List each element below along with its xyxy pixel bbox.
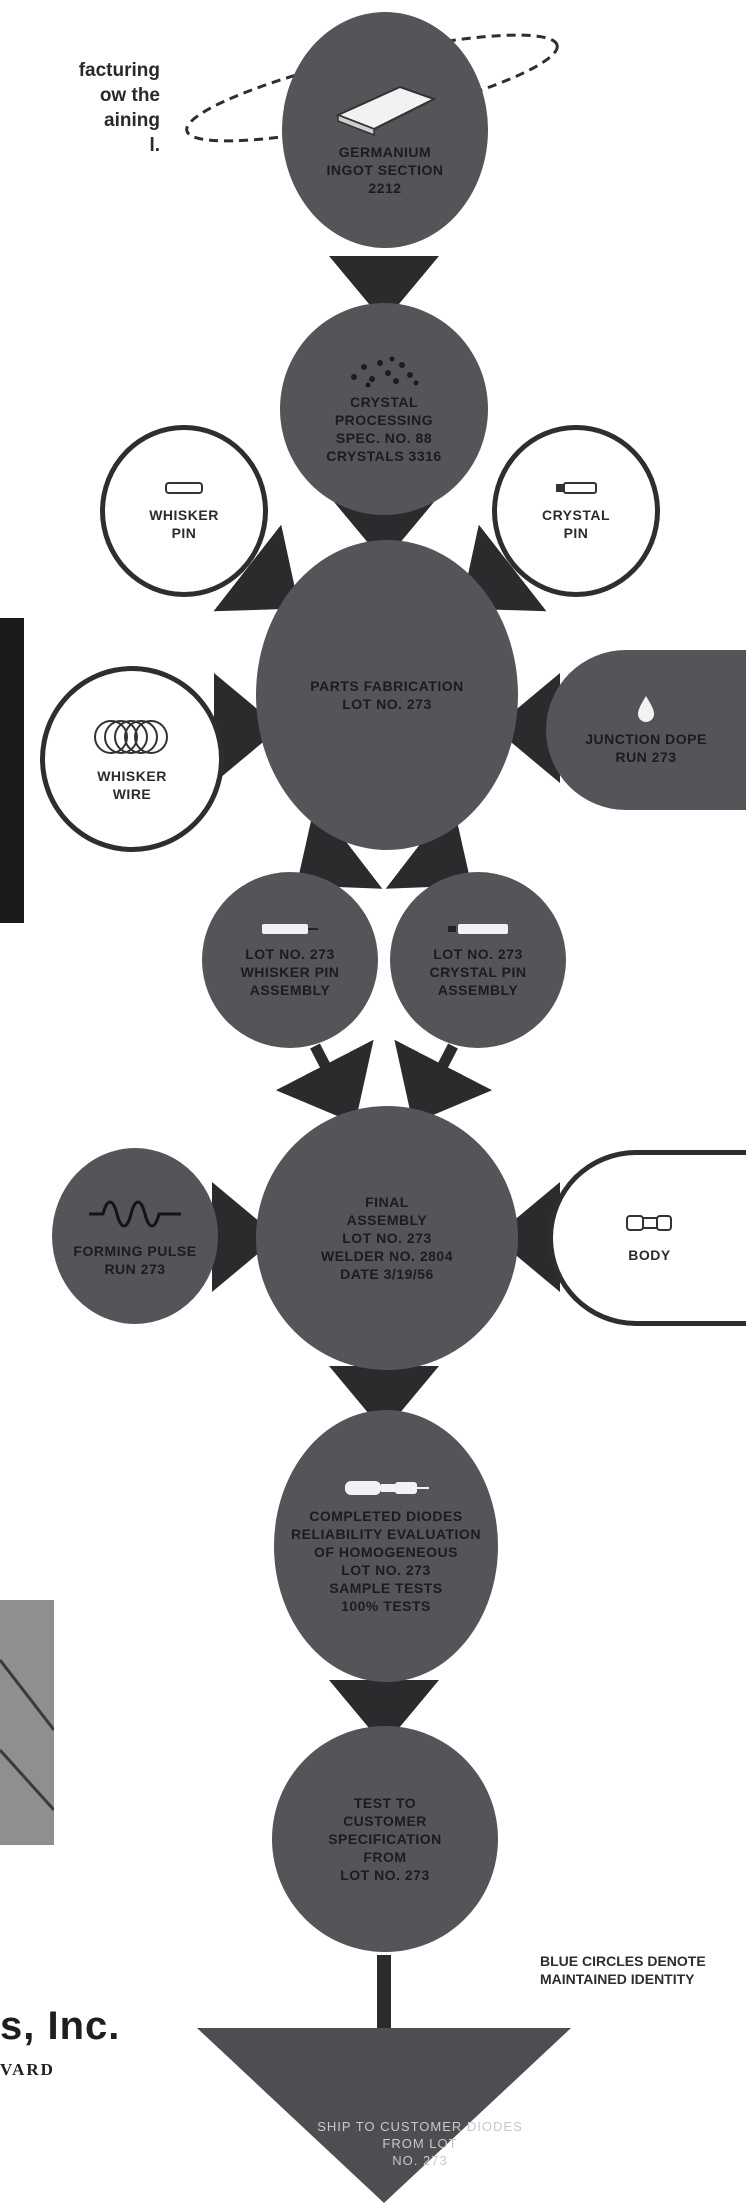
intro-text-fragment: facturing ow the aining l. (0, 58, 160, 158)
node-germanium-ingot: GERMANIUM INGOT SECTION 2212 (282, 12, 488, 248)
node-junction-dope: JUNCTION DOPE RUN 273 (546, 650, 746, 810)
cropped-photo-gray (0, 1600, 56, 1845)
finished-diode-icon (345, 1481, 429, 1495)
node-label: CRYSTAL PIN (541, 507, 611, 541)
diode-body-icon (625, 1215, 672, 1231)
node-label: BODY (628, 1247, 671, 1263)
ship-triangle (197, 2028, 571, 2203)
node-final-assembly: FINAL ASSEMBLY LOT NO. 273 WELDER NO. 28… (256, 1106, 518, 1370)
node-label: PARTS FABRICATION LOT NO. 273 (310, 678, 464, 712)
intro-line: l. (149, 135, 160, 156)
node-crystal-pin: CRYSTAL PIN (492, 425, 660, 597)
street-address-fragment: VARD (0, 2060, 55, 2079)
wire-coil-icon (94, 720, 168, 754)
node-label: JUNCTION DOPE RUN 273 (585, 731, 707, 765)
whisker-pin-icon (165, 482, 203, 494)
node-label: GERMANIUM INGOT SECTION 2212 (326, 144, 444, 196)
node-whisker-pin-assembly: LOT NO. 273 WHISKER PIN ASSEMBLY (202, 872, 378, 1048)
photo-diagonal-lines (0, 1659, 56, 1812)
legend-line: BLUE CIRCLES DENOTE (540, 1953, 706, 1969)
node-label: WHISKER PIN (149, 507, 219, 541)
crystal-pin-icon (556, 482, 597, 494)
stem-test-to-ship (377, 1955, 391, 2028)
node-whisker-wire: WHISKER WIRE (40, 666, 224, 852)
pulse-wave-icon (89, 1200, 181, 1228)
ship-to-customer-label: SHIP TO CUSTOMER DIODES FROM LOT NO. 273 (317, 2119, 523, 2168)
node-label: COMPLETED DIODES RELIABILITY EVALUATION … (291, 1508, 481, 1614)
intro-line: facturing (78, 60, 160, 81)
node-label: LOT NO. 273 CRYSTAL PIN ASSEMBLY (429, 946, 527, 998)
arrow-cpa-to-final (394, 1039, 493, 1124)
node-completed-diodes: COMPLETED DIODES RELIABILITY EVALUATION … (274, 1410, 498, 1682)
node-parts-fabrication: PARTS FABRICATION LOT NO. 273 (256, 540, 518, 850)
node-label: LOT NO. 273 WHISKER PIN ASSEMBLY (240, 946, 340, 998)
node-crystal-processing: CRYSTAL PROCESSING SPEC. NO. 88 CRYSTALS… (280, 303, 488, 515)
ingot-icon (335, 85, 437, 137)
node-body: BODY (548, 1150, 746, 1326)
node-label: WHISKER WIRE (97, 768, 167, 802)
node-forming-pulse: FORMING PULSE RUN 273 (52, 1148, 218, 1324)
node-whisker-pin: WHISKER PIN (100, 425, 268, 597)
intro-line: aining (104, 110, 160, 131)
node-test-customer-spec: TEST TO CUSTOMER SPECIFICATION FROM LOT … (272, 1726, 498, 1952)
cropped-photo-dark (0, 618, 24, 923)
intro-line: ow the (99, 85, 160, 106)
arrow-parts-to-wpa (296, 801, 383, 889)
arrow-parts-to-cpa (385, 801, 472, 889)
legend-line: MAINTAINED IDENTITY (540, 1971, 695, 1987)
node-label: CRYSTAL PROCESSING SPEC. NO. 88 CRYSTALS… (326, 394, 442, 464)
legend-note: BLUE CIRCLES DENOTE MAINTAINED IDENTITY (540, 1952, 746, 1988)
node-label: FINAL ASSEMBLY LOT NO. 273 WELDER NO. 28… (321, 1194, 453, 1282)
company-name-fragment: s, Inc. (0, 2004, 121, 2048)
crystal-pin-assembly-icon (448, 924, 508, 934)
whisker-pin-assembly-icon (262, 924, 318, 934)
node-label: FORMING PULSE RUN 273 (73, 1243, 197, 1277)
dope-drop-icon (638, 696, 654, 722)
node-label: TEST TO CUSTOMER SPECIFICATION FROM LOT … (328, 1795, 442, 1883)
arrow-whiskerpin-to-parts (213, 524, 300, 612)
arrow-wpa-to-final (275, 1039, 374, 1124)
crystal-chips-icon (351, 356, 419, 388)
node-crystal-pin-assembly: LOT NO. 273 CRYSTAL PIN ASSEMBLY (390, 872, 566, 1048)
